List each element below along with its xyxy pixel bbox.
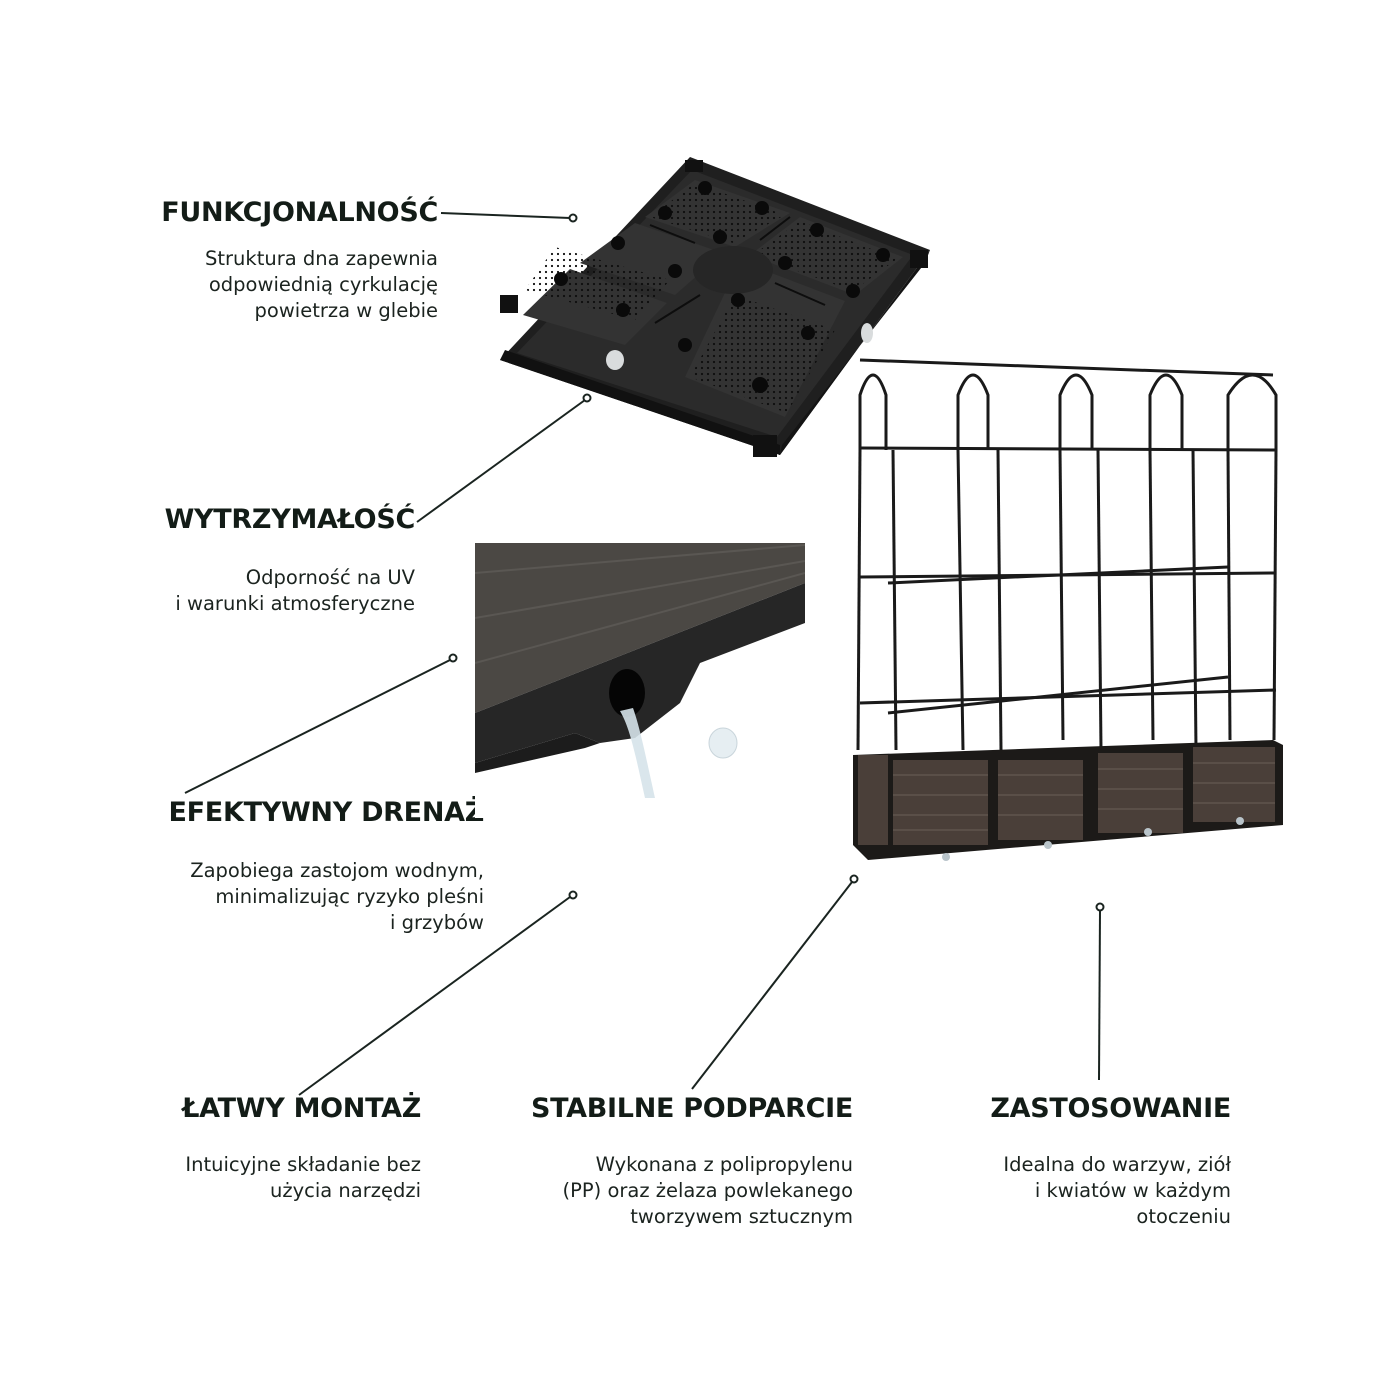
feature-title: WYTRZYMAŁOŚĆ [164, 504, 416, 535]
connector-dot-icon [568, 890, 578, 900]
feature-description: Struktura dna zapewnia odpowiednią cyrku… [205, 246, 438, 322]
connector-dot-icon [849, 874, 859, 884]
feature-funkcjonalnosc: FUNKCJONALNOŚĆ Struktura dna zapewnia od… [161, 198, 438, 324]
feature-description: Odporność na UV i warunki atmosferyczne [175, 565, 415, 615]
feature-efektywny-drenaz: EFEKTYWNY DRENAŻ Zapobiega zastojom wodn… [168, 797, 485, 936]
tray-image [500, 157, 930, 457]
connector-stabilne-podparcie [691, 881, 853, 1090]
connector-zastosowanie [1098, 910, 1101, 1081]
feature-title: FUNKCJONALNOŚĆ [161, 197, 438, 228]
feature-description: Idealna do warzyw, ziół i kwiatów w każd… [1003, 1152, 1231, 1228]
drainage-image [475, 543, 805, 818]
connector-dot-icon [448, 653, 458, 663]
feature-description: Wykonana z polipropylenu (PP) oraz żelaz… [562, 1152, 853, 1228]
feature-zastosowanie: ZASTOSOWANIE Idealna do warzyw, ziół i k… [990, 1094, 1231, 1230]
feature-title: STABILNE PODPARCIE [531, 1093, 853, 1124]
feature-title: ŁATWY MONTAŻ [182, 1093, 421, 1124]
feature-title: ZASTOSOWANIE [990, 1093, 1231, 1124]
connector-dot-icon [1095, 902, 1105, 912]
feature-title: EFEKTYWNY DRENAŻ [168, 797, 485, 828]
connector-efektywny-drenaz [184, 659, 451, 794]
planter-image [853, 358, 1283, 861]
feature-description: Zapobiega zastojom wodnym, minimalizując… [190, 858, 484, 934]
feature-description: Intuicyjne składanie bez użycia narzędzi [185, 1152, 421, 1202]
feature-latwy-montaz: ŁATWY MONTAŻ Intuicyjne składanie bez uż… [182, 1094, 421, 1204]
feature-stabilne-podparcie: STABILNE PODPARCIE Wykonana z polipropyl… [531, 1094, 853, 1230]
feature-wytrzymalosc: WYTRZYMAŁOŚĆ Odporność na UV i warunki a… [164, 504, 416, 617]
